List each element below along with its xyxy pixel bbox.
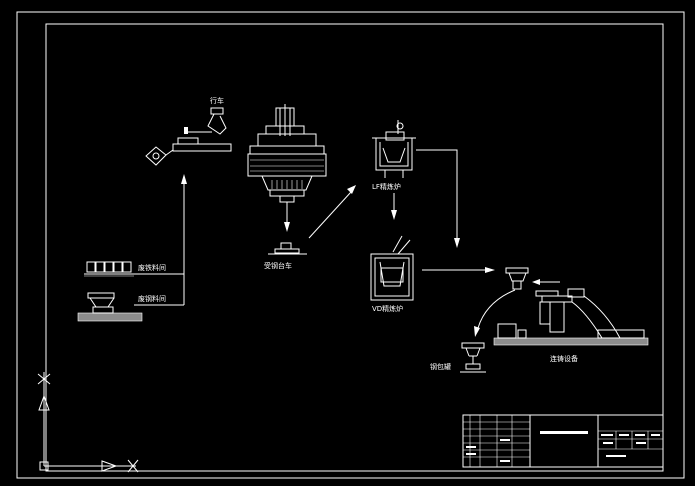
title-block <box>462 414 664 468</box>
crane-icon <box>145 107 232 166</box>
arrow-to-lf <box>308 191 352 239</box>
caster-group: 连铸设备 <box>493 267 649 363</box>
arc-furnace-icon <box>247 104 327 203</box>
casting-equipment-label: 连铸设备 <box>550 354 578 363</box>
vd-furnace-label: VD精炼炉 <box>372 304 403 313</box>
lf-furnace-label: LF精炼炉 <box>372 182 401 191</box>
crane-group: 行车 <box>145 96 232 305</box>
outer-frame <box>16 11 685 479</box>
ground-hatch <box>77 312 143 322</box>
ucs-axis-icon <box>37 372 139 473</box>
flow-caster-to-ladle <box>477 289 516 329</box>
ladle-label: 钢包罐 <box>430 362 451 371</box>
scrap-basket-icon <box>77 292 143 322</box>
inner-frame <box>45 23 664 472</box>
ladle-car-group: 受钢台车 <box>264 242 307 270</box>
flow-lf-to-caster <box>416 149 458 240</box>
vd-furnace-icon <box>370 235 414 301</box>
caster-ground-hatch <box>493 337 649 346</box>
lf-furnace-icon <box>372 120 416 178</box>
scrap-yard-bottom-label: 废钢料间 <box>138 294 166 303</box>
ladle-group: 钢包罐 <box>430 342 486 373</box>
crane-label: 行车 <box>210 96 224 105</box>
ladle-car-label: 受钢台车 <box>264 261 292 270</box>
scrap-yard-top-label: 废铁料间 <box>138 263 166 272</box>
scrap-bins-icon <box>84 261 134 277</box>
scrap-yard-group: 废铁料间 废钢料间 <box>77 261 184 322</box>
